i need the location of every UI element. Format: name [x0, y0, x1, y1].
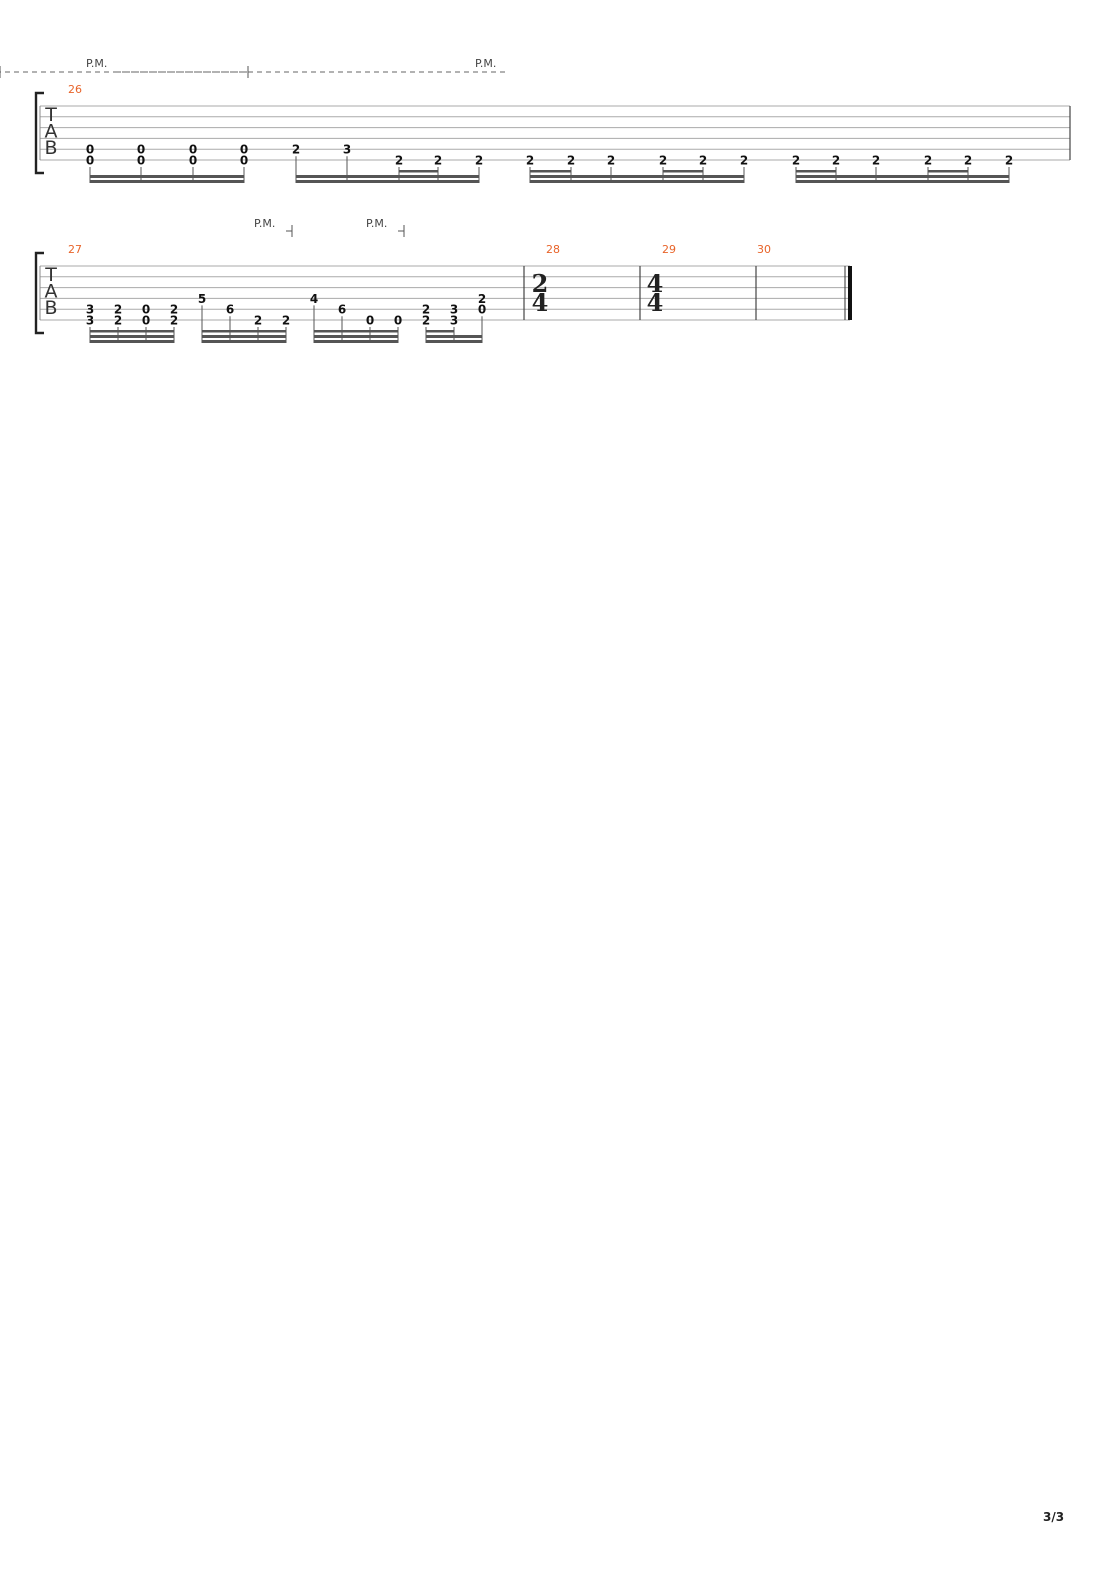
- fret-number: 2: [699, 154, 707, 168]
- fret-number: 2: [567, 154, 575, 168]
- fret-number: 2: [114, 303, 122, 317]
- tab-clef-letter: B: [44, 297, 57, 319]
- fret-number: 2: [1005, 154, 1013, 168]
- fret-number: 2: [422, 314, 430, 328]
- fret-number: 6: [338, 303, 346, 317]
- measure-number: 26: [68, 83, 82, 96]
- measure-number: 30: [757, 243, 771, 256]
- fret-number: 0: [394, 314, 402, 328]
- beam: [90, 340, 174, 343]
- fret-number: 3: [450, 314, 458, 328]
- fret-number: 2: [792, 154, 800, 168]
- fret-number: 0: [366, 314, 374, 328]
- beam-secondary: [399, 170, 438, 173]
- fret-number: 3: [450, 303, 458, 317]
- time-signature-digit: 4: [647, 269, 664, 298]
- beam-secondary: [530, 170, 571, 173]
- fret-number: 2: [254, 314, 262, 328]
- beam: [796, 175, 1009, 178]
- fret-number: 0: [240, 154, 248, 168]
- fret-number: 0: [189, 154, 197, 168]
- tab-clef-letter: T: [44, 264, 57, 286]
- beam-secondary: [796, 170, 836, 173]
- beam: [90, 180, 244, 183]
- fret-number: 3: [343, 143, 351, 157]
- fret-number: 0: [240, 143, 248, 157]
- fret-number: 5: [198, 292, 206, 306]
- fret-number: 2: [170, 303, 178, 317]
- fret-number: 2: [282, 314, 290, 328]
- fret-number: 2: [607, 154, 615, 168]
- fret-number: 2: [395, 154, 403, 168]
- fret-number: 2: [740, 154, 748, 168]
- fret-number: 4: [310, 292, 318, 306]
- system-bracket: [34, 91, 44, 175]
- palm-mute-label: P.M.: [366, 217, 387, 230]
- tab-clef-letter: A: [45, 281, 58, 303]
- beam-secondary: [426, 330, 454, 333]
- time-signature-digit: 2: [532, 269, 549, 298]
- beam: [796, 180, 1009, 183]
- beam: [314, 340, 398, 343]
- fret-number: 2: [872, 154, 880, 168]
- fret-number: 2: [422, 303, 430, 317]
- fret-number: 2: [170, 314, 178, 328]
- beam-secondary: [90, 330, 174, 333]
- beam: [426, 335, 482, 338]
- fret-number: 3: [86, 314, 94, 328]
- beam: [202, 340, 286, 343]
- measure-number: 28: [546, 243, 560, 256]
- system-bracket: [34, 251, 44, 335]
- fret-number: 2: [526, 154, 534, 168]
- fret-number: 6: [226, 303, 234, 317]
- time-signature-digit: 4: [647, 288, 664, 317]
- beam: [530, 175, 744, 178]
- tab-clef-letter: B: [44, 137, 57, 159]
- measure-number: 27: [68, 243, 82, 256]
- fret-number: 2: [292, 143, 300, 157]
- measure-number: 29: [662, 243, 676, 256]
- palm-mute-label: P.M.: [475, 57, 496, 70]
- beam-secondary: [202, 330, 286, 333]
- fret-number: 2: [434, 154, 442, 168]
- fret-number: 0: [86, 154, 94, 168]
- fret-number: 0: [478, 303, 486, 317]
- fret-number: 3: [86, 303, 94, 317]
- beam: [426, 340, 482, 343]
- beam: [90, 335, 174, 338]
- tab-clef-letter: A: [45, 121, 58, 143]
- fret-number: 0: [142, 303, 150, 317]
- palm-mute-label: P.M.: [86, 57, 107, 70]
- fret-number: 2: [114, 314, 122, 328]
- fret-number: 0: [137, 143, 145, 157]
- beam: [296, 180, 479, 183]
- beam: [530, 180, 744, 183]
- palm-mute-label: P.M.: [254, 217, 275, 230]
- fret-number: 2: [924, 154, 932, 168]
- fret-number: 2: [832, 154, 840, 168]
- fret-number: 2: [475, 154, 483, 168]
- fret-number: 0: [189, 143, 197, 157]
- page-number: 3/3: [1043, 1510, 1065, 1524]
- beam-secondary: [928, 170, 968, 173]
- fret-number: 0: [86, 143, 94, 157]
- fret-number: 2: [478, 292, 486, 306]
- fret-number: 2: [964, 154, 972, 168]
- beam: [90, 175, 244, 178]
- fret-number: 0: [142, 314, 150, 328]
- beam: [202, 335, 286, 338]
- beam: [314, 335, 398, 338]
- time-signature-digit: 4: [532, 288, 549, 317]
- tab-clef-letter: T: [44, 104, 57, 126]
- beam-secondary: [663, 170, 703, 173]
- beam: [296, 175, 479, 178]
- fret-number: 0: [137, 154, 145, 168]
- fret-number: 2: [659, 154, 667, 168]
- beam-secondary: [314, 330, 398, 333]
